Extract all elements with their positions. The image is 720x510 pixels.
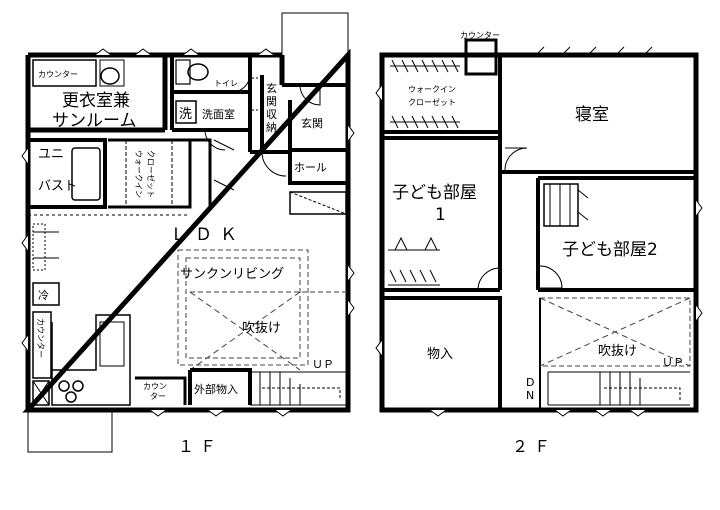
toilet-label: トイレ	[214, 79, 238, 88]
second-floor: カウンター ウォークイン クローゼット 寝室 子ども部屋 1 子ども部屋2	[375, 31, 703, 456]
outdoor-storage-label: 外部物入	[194, 382, 238, 396]
child2-label: 子ども部屋2	[562, 240, 658, 260]
child1-label-1: 子ども部屋	[392, 183, 477, 203]
svg-text:関: 関	[266, 95, 277, 108]
bath-label: ユニ バスト	[38, 147, 77, 194]
fridge-label: 冷	[38, 289, 49, 302]
floor2-label: ２Ｆ	[512, 437, 556, 456]
counter-top-label: カウンター	[38, 70, 78, 79]
floor1-label: １Ｆ	[178, 437, 222, 456]
svg-text:ター: ター	[150, 392, 166, 401]
stairs-1f	[249, 371, 348, 406]
down-2f-label: D N	[526, 376, 534, 402]
child1-label-2: 1	[435, 205, 446, 225]
toilet-icon	[187, 63, 209, 81]
void-1f-label: 吹抜け	[242, 320, 281, 336]
entry-storage-label: 玄 関 収 納	[266, 81, 277, 134]
storage-label: 物入	[427, 347, 453, 362]
hall-label: ホール	[294, 161, 327, 174]
svg-text:クローゼット: クローゼット	[146, 150, 156, 198]
counter-bottom-label: カウン ター	[143, 382, 167, 401]
svg-text:ユニ: ユニ	[38, 147, 64, 162]
svg-text:N: N	[526, 389, 534, 402]
stove-icon	[58, 380, 84, 403]
svg-text:ウォークイン: ウォークイン	[408, 85, 456, 94]
first-floor: カウンター 更衣室兼 サンルーム トイレ 洗 洗面室 玄 関 収 納 玄関	[21, 12, 355, 456]
kitchen-counter	[51, 314, 131, 406]
void-2f-label: 吹抜け	[598, 343, 637, 359]
entrance-label: 玄関	[301, 116, 323, 130]
wic-2f-label: ウォークイン クローゼット	[408, 85, 456, 107]
svg-text:ウォークイン: ウォークイン	[134, 150, 143, 198]
sink-mark-label: 洗	[179, 107, 192, 122]
sunken-living-outline	[177, 249, 309, 366]
window-marks-1f	[21, 48, 355, 352]
svg-text:D: D	[526, 376, 534, 389]
up-2f-label: ＵＰ	[662, 356, 684, 369]
dressing-room-label-2: サンルーム	[52, 111, 137, 131]
svg-text:カウン: カウン	[143, 382, 167, 391]
dressing-room-label-1: 更衣室兼	[62, 91, 130, 111]
svg-text:クローゼット: クローゼット	[408, 97, 456, 107]
svg-text:バスト: バスト	[38, 179, 77, 194]
washroom-label: 洗面室	[202, 107, 235, 121]
svg-text:納: 納	[266, 121, 277, 134]
front-porch	[281, 12, 349, 86]
back-step	[27, 409, 113, 453]
window-marks-2f	[375, 46, 703, 417]
washbasin-icon	[100, 67, 120, 85]
ldk-label: ＬＤＫ	[170, 225, 245, 245]
counter-side-label: カウンター	[36, 318, 45, 358]
wic-1f-label: ウォークイン クローゼット	[134, 150, 156, 198]
counter-2f-label: カウンター	[460, 31, 500, 40]
bedroom-label: 寝室	[575, 104, 609, 125]
sunken-living-label: サンクンリビング	[180, 267, 284, 282]
svg-text:収: 収	[266, 108, 277, 121]
up-1f-label: ＵＰ	[312, 358, 334, 371]
svg-text:玄: 玄	[266, 81, 277, 95]
stairs-2f	[547, 371, 690, 406]
